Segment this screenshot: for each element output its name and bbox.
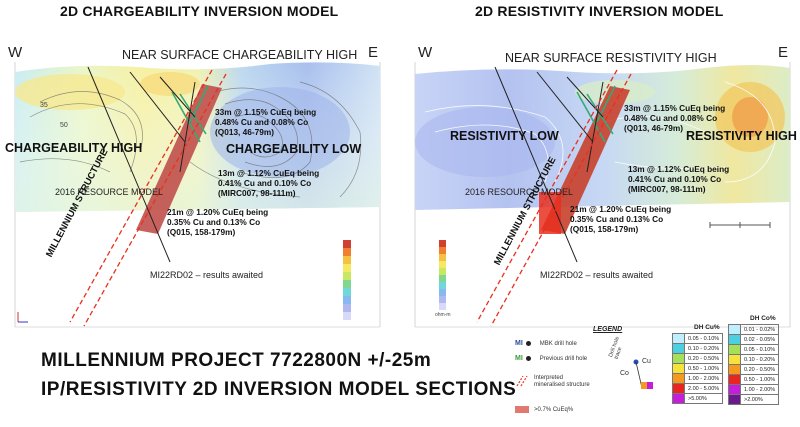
- left-west-label: W: [8, 44, 23, 61]
- legend-cueq-text: >0.7% CuEq%: [534, 406, 574, 413]
- co-table-row: 0.20 - 0.50%: [728, 364, 780, 375]
- co-table-swatch: [728, 394, 741, 405]
- cu-table-header: DH Cu%: [694, 324, 720, 331]
- cu-table-swatch: [672, 343, 685, 354]
- cu-table-range-label: 0.10 - 0.20%: [683, 343, 724, 354]
- right-resource-model-label: 2016 RESOURCE MODEL: [465, 187, 574, 197]
- co-table-range-label: 0.05 - 0.10%: [739, 344, 780, 355]
- co-table-range-label: >2.00%: [739, 394, 780, 405]
- drill-trace-cu: Cu: [642, 358, 651, 365]
- co-table-range-label: 0.50 - 1.00%: [739, 374, 780, 385]
- co-table: DH Co% 0.01 - 0.02%0.02 - 0.05%0.05 - 0.…: [728, 315, 780, 405]
- co-table-range-label: 0.02 - 0.05%: [739, 334, 780, 345]
- left-near-surface-label: NEAR SURFACE CHARGEABILITY HIGH: [122, 48, 358, 62]
- cu-table-row: 0.20 - 0.50%: [672, 353, 724, 364]
- co-table-swatch: [728, 324, 741, 335]
- right-near-surface-label: NEAR SURFACE RESISTIVITY HIGH: [505, 51, 717, 65]
- co-table-row: 0.05 - 0.10%: [728, 344, 780, 355]
- cu-table-range-label: 0.20 - 0.50%: [683, 353, 724, 364]
- chargeability-section: 50 35: [14, 62, 381, 328]
- bottom-title-line-1: MILLENNIUM PROJECT 7722800N +/-25m: [41, 350, 432, 371]
- left-east-label: E: [368, 44, 379, 61]
- left-resource-model-label: 2016 RESOURCE MODEL: [55, 187, 164, 197]
- right-west-label: W: [418, 44, 433, 61]
- co-table-swatch: [728, 334, 741, 345]
- legend-previous-text: Previous drill hole: [539, 355, 588, 362]
- resistivity-scale-unit: ohm-m: [435, 312, 451, 318]
- cu-table-swatch: [672, 383, 685, 394]
- co-table-range-label: 0.20 - 0.50%: [739, 364, 780, 375]
- drill-trace-co: Co: [620, 370, 629, 377]
- right-east-label: E: [778, 44, 789, 61]
- cu-table-range-label: 0.05 - 0.10%: [683, 333, 724, 344]
- cu-table-row: 0.10 - 0.20%: [672, 343, 724, 354]
- mbk-drill-dot-icon: [525, 341, 531, 346]
- resistivity-low-label: RESISTIVITY LOW: [450, 129, 559, 143]
- cu-table-swatch: [672, 353, 685, 364]
- right-intercept-1: 33m @ 1.15% CuEq being 0.48% Cu and 0.08…: [624, 103, 726, 133]
- co-table-row: 1.00 - 2.00%: [728, 384, 780, 395]
- interpreted-structure-icon: [516, 375, 528, 387]
- co-table-range-label: 0.01 - 0.02%: [739, 324, 780, 335]
- cu-table-swatch: [672, 333, 685, 344]
- left-intercept-1: 33m @ 1.15% CuEq being 0.48% Cu and 0.08…: [215, 107, 317, 137]
- co-table-swatch: [728, 384, 741, 395]
- co-table-swatch: [728, 354, 741, 365]
- drill-trace-schematic: Drill hole trace Cu Co: [608, 336, 658, 390]
- cu-table-range-label: 2.00 - 5.00%: [683, 383, 724, 394]
- co-table-grid: 0.01 - 0.02%0.02 - 0.05%0.05 - 0.10%0.10…: [728, 324, 780, 405]
- co-table-row: 0.01 - 0.02%: [728, 324, 780, 335]
- cu-table-swatch: [672, 373, 685, 384]
- legend-mbk-text: MBK drill hole: [539, 340, 577, 347]
- resistivity-high-label: RESISTIVITY HIGH: [686, 129, 797, 143]
- cu-table-row: 0.05 - 0.10%: [672, 333, 724, 344]
- bottom-title-line-2: IP/RESISTIVITY 2D INVERSION MODEL SECTIO…: [41, 379, 517, 400]
- drill-trace-icon: [633, 359, 653, 389]
- left-drill-hole-label: MI22RD02 – results awaited: [150, 270, 264, 280]
- right-intercept-2: 13m @ 1.12% CuEq being 0.41% Cu and 0.10…: [628, 164, 730, 194]
- co-table-row: 0.10 - 0.20%: [728, 354, 780, 365]
- legend-interpreted: Interpreted mineralised structure: [515, 375, 592, 389]
- cu-table-range-label: 1.00 - 2.00%: [683, 373, 724, 384]
- co-table-row: 0.02 - 0.05%: [728, 334, 780, 345]
- chargeability-high-label: CHARGEABILITY HIGH: [5, 141, 143, 155]
- cu-table-row: 0.50 - 1.00%: [672, 363, 724, 374]
- co-table-range-label: 0.10 - 0.20%: [739, 354, 780, 365]
- svg-text:50: 50: [60, 122, 68, 129]
- co-table-row: >2.00%: [728, 394, 780, 405]
- cu-table-swatch: [672, 363, 685, 374]
- legend-interpreted-text: Interpreted mineralised structure: [534, 375, 590, 388]
- co-table-swatch: [728, 364, 741, 375]
- previous-drill-dot-icon: [525, 356, 531, 361]
- right-panel-title: 2D RESISTIVITY INVERSION MODEL: [475, 3, 724, 19]
- co-table-row: 0.50 - 1.00%: [728, 374, 780, 385]
- legend-previous: MI Previous drill hole: [515, 355, 587, 362]
- right-intercept-3: 21m @ 1.20% CuEq being 0.35% Cu and 0.13…: [570, 204, 672, 234]
- cu-table-row: >5.00%: [672, 393, 724, 404]
- resistivity-section: [414, 62, 791, 328]
- cu-table-row: 1.00 - 2.00%: [672, 373, 724, 384]
- left-panel-title: 2D CHARGEABILITY INVERSION MODEL: [60, 3, 339, 19]
- cu-table-swatch: [672, 393, 685, 404]
- co-table-range-label: 1.00 - 2.00%: [739, 384, 780, 395]
- left-intercept-2: 13m @ 1.12% CuEq being 0.41% Cu and 0.10…: [218, 168, 320, 198]
- co-table-swatch: [728, 344, 741, 355]
- co-table-header: DH Co%: [750, 315, 776, 322]
- cu-table: DH Cu% 0.05 - 0.10%0.10 - 0.20%0.20 - 0.…: [672, 324, 724, 404]
- cu-table-row: 2.00 - 5.00%: [672, 383, 724, 394]
- chargeability-low-label: CHARGEABILITY LOW: [226, 142, 362, 156]
- co-table-swatch: [728, 374, 741, 385]
- cueq-swatch: [515, 406, 529, 413]
- cu-table-range-label: 0.50 - 1.00%: [683, 363, 724, 374]
- legend-heading: LEGEND: [593, 326, 623, 333]
- cu-table-range-label: >5.00%: [683, 393, 724, 404]
- previous-drill-marker-icon: MI: [515, 355, 523, 362]
- legend-mbk: MI MBK drill hole: [515, 340, 577, 347]
- legend-cueq: >0.7% CuEq%: [515, 406, 573, 413]
- right-drill-hole-label: MI22RD02 – results awaited: [540, 270, 654, 280]
- left-intercept-3: 21m @ 1.20% CuEq being 0.35% Cu and 0.13…: [167, 207, 269, 237]
- svg-text:35: 35: [40, 102, 48, 109]
- mbk-drill-marker-icon: MI: [515, 340, 523, 347]
- cu-table-grid: 0.05 - 0.10%0.10 - 0.20%0.20 - 0.50%0.50…: [672, 333, 724, 404]
